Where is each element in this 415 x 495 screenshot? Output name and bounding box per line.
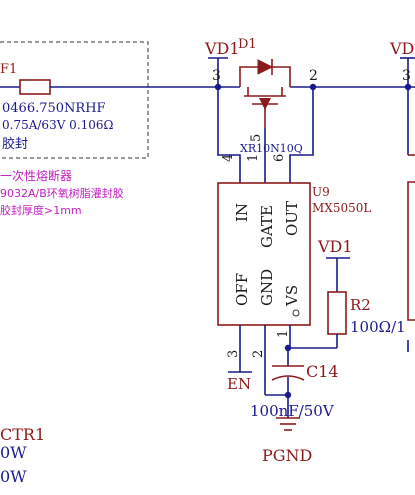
d1-pin-2: 2 (309, 68, 318, 84)
r2-ref: R2 (350, 296, 371, 314)
note-line3: 胶封厚度>1mm (0, 203, 82, 217)
fuse-symbol (19, 79, 51, 95)
left-bottom-line2: 0W (0, 443, 27, 462)
vd1-mid-label: VD1 (317, 237, 353, 256)
d1-label: D1 (238, 37, 257, 52)
left-bottom-line1: CTR1 (0, 425, 45, 444)
u9-pin-gate-label: GATE (258, 205, 276, 248)
d1-pin-3: 3 (212, 68, 221, 84)
c14-plate-bottom (271, 375, 305, 381)
r2-resistor-symbol (327, 291, 347, 335)
u9-chip-body (217, 182, 311, 326)
u9-pin-off-label: OFF (233, 273, 251, 306)
fuse-ref: F1 (0, 62, 17, 77)
fuse-part: 0466.750NRHF (2, 101, 106, 116)
u9-pin-out-label: OUT (283, 201, 301, 236)
u9-pin3: 3 (226, 350, 241, 358)
diode-triangle (257, 59, 274, 75)
mosfet-part: XR10N10Q (240, 142, 303, 155)
u9-pin5: 1 (276, 330, 291, 338)
right-pin-3: 3 (402, 68, 411, 84)
u9-pin1: 1 (246, 154, 261, 162)
u9-ref: U9 (312, 185, 330, 199)
vd1-left-label: VD1 (204, 39, 240, 58)
u9-part: MX5050L (312, 201, 371, 215)
mosfet-arrow (259, 98, 271, 110)
u9-pin6: 6 (272, 154, 287, 162)
en-net-label: EN (227, 375, 251, 393)
pgnd-net-label: PGND (262, 446, 312, 465)
c14-value: 100nF/50V (250, 402, 335, 420)
fuse-note: 胶封 (2, 136, 28, 152)
vd1-right-label: VD1 (389, 39, 415, 58)
left-bottom-line3: 0W (0, 467, 27, 486)
note-line2: 9032A/B环氧树脂灌封胶 (0, 186, 124, 200)
fuse-rating: 0.75A/63V 0.106Ω (2, 118, 114, 132)
u9-pin-vs-label: VS (283, 285, 301, 307)
u9-pin-in-label: IN (233, 203, 251, 222)
u9-pin4: 4 (221, 154, 236, 162)
right-edge-chip (407, 181, 415, 321)
in-wire (217, 87, 241, 183)
u9-pin1-marker (292, 309, 300, 317)
u9-pin2: 2 (251, 350, 266, 358)
note-line1: 一次性熔断器 (0, 168, 72, 183)
r2-value: 100Ω/1 (350, 318, 406, 336)
u9-pin-gnd-label: GND (258, 269, 276, 306)
mosfet-pin5: 5 (249, 134, 264, 142)
fuse-annotation-box (0, 41, 149, 159)
out-wire (289, 87, 314, 183)
c14-ref: C14 (306, 362, 339, 381)
